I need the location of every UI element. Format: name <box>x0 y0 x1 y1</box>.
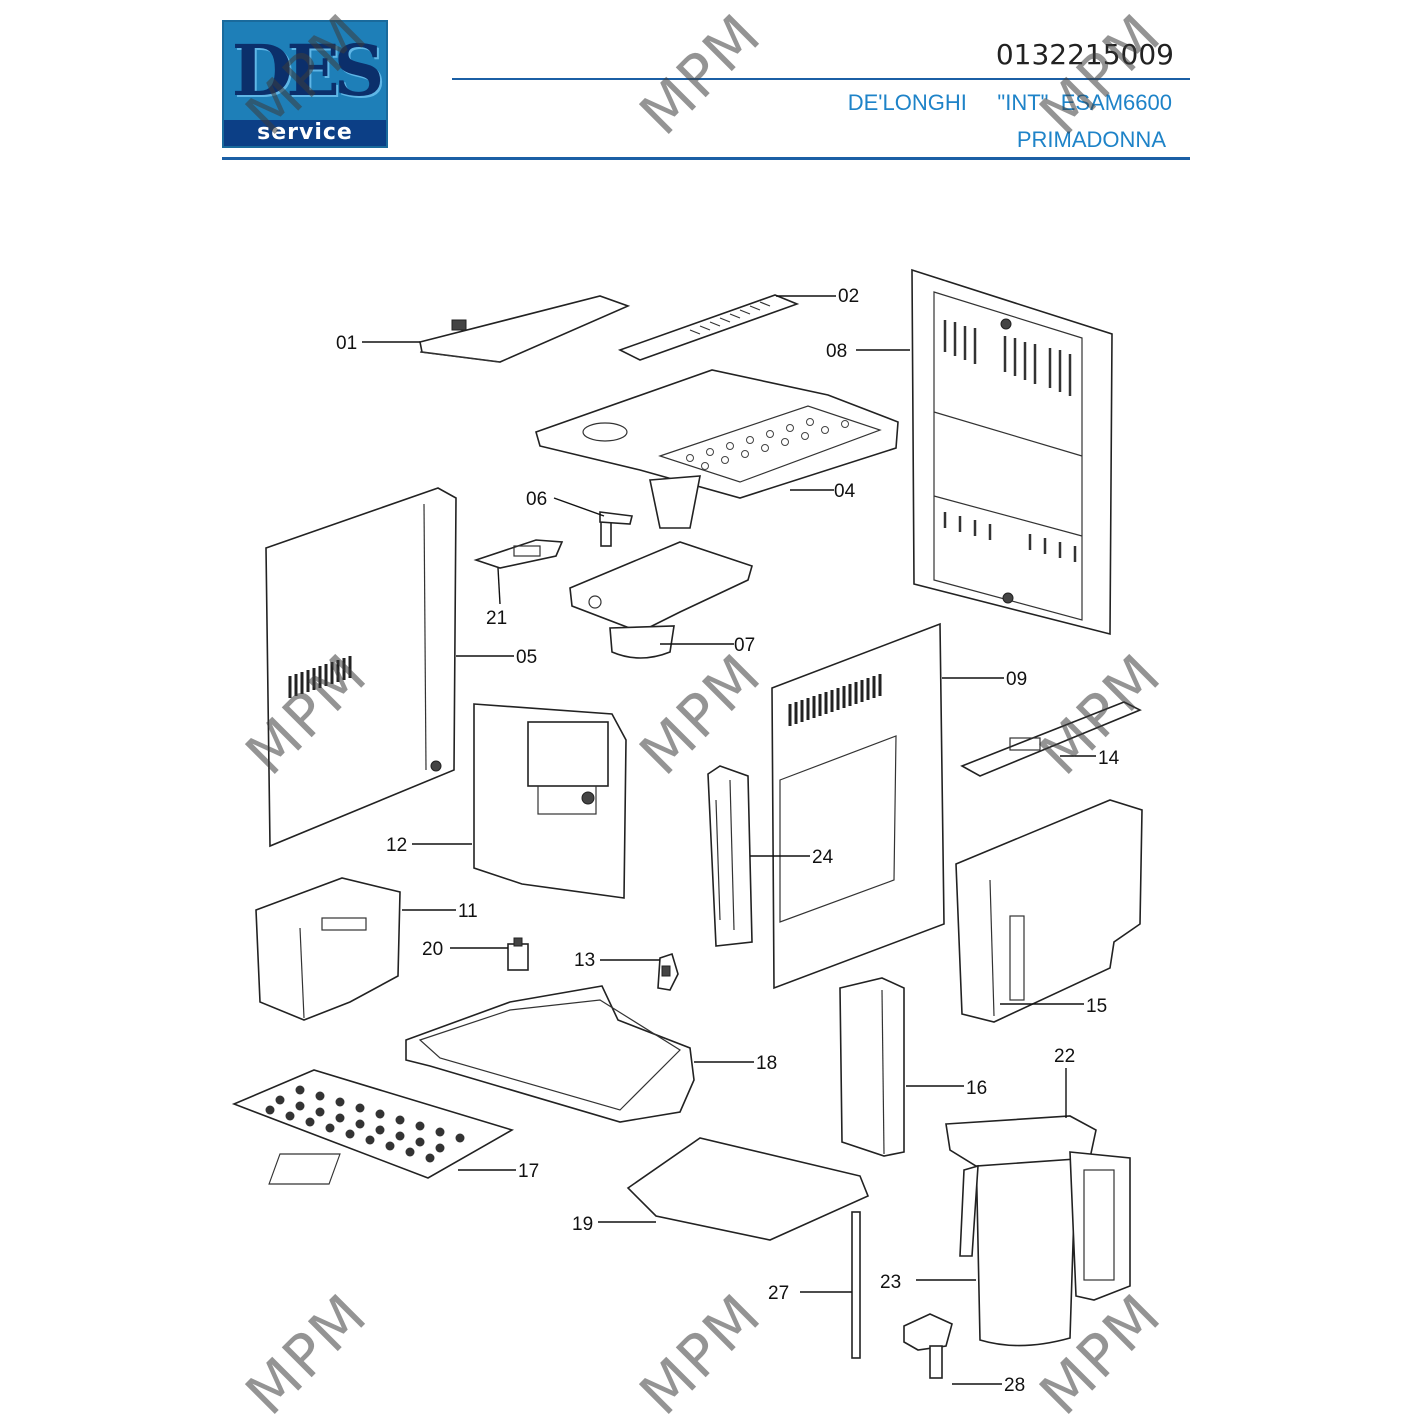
callout-08: 08 <box>826 341 847 362</box>
leader-lines <box>362 295 1096 1385</box>
callout-22: 22 <box>1054 1046 1075 1067</box>
part-14-drawer-cover <box>960 701 1142 777</box>
part-24-internal-bracket <box>707 765 753 947</box>
part-21-measuring-scoop <box>473 539 564 569</box>
part-16-side-strip <box>839 977 905 1157</box>
product-name: PRIMADONNA <box>1016 127 1166 152</box>
part-23-milk-carafe <box>945 1115 1131 1347</box>
header-rule-top <box>452 78 1190 80</box>
part-27-tube <box>851 1211 861 1359</box>
market-label: "INT" <box>997 90 1049 115</box>
part-18-drip-tray <box>405 985 695 1123</box>
callout-17: 17 <box>518 1161 539 1182</box>
part-17-tray-grille <box>231 1069 515 1179</box>
part-04-top-frame <box>535 369 899 529</box>
callout-15: 15 <box>1086 996 1107 1017</box>
callout-21: 21 <box>486 608 507 629</box>
callout-27: 27 <box>768 1283 789 1304</box>
callout-09: 09 <box>1006 669 1027 690</box>
callout-14: 14 <box>1098 748 1120 769</box>
part-28-nozzle <box>903 1313 953 1379</box>
part-13-clip <box>657 952 679 991</box>
callout-24: 24 <box>812 847 834 868</box>
part-20-latch <box>507 937 529 971</box>
logo-service-label: service <box>224 120 386 146</box>
callout-04: 04 <box>834 481 856 502</box>
callout-23: 23 <box>880 1272 901 1293</box>
document-number: 0132215009 <box>995 38 1174 71</box>
part-19-base-plate <box>268 1137 870 1241</box>
part-09-right-side-panel <box>771 622 945 990</box>
part-02-grille-cover <box>617 294 800 361</box>
part-11-grounds-container <box>255 877 401 1021</box>
part-15-water-tank <box>955 799 1143 1023</box>
part-08-rear-panel <box>911 268 1113 636</box>
part-05-left-side-panel <box>265 487 457 848</box>
callout-12: 12 <box>386 835 407 856</box>
part-07-coffee-funnel <box>569 541 753 659</box>
part-12-front-door <box>473 703 627 899</box>
model-line: DE'LONGHI "INT" ESAM6600 <box>848 90 1172 116</box>
callout-05: 05 <box>516 647 537 668</box>
callout-16: 16 <box>966 1078 987 1099</box>
des-service-logo: DES service <box>222 20 388 148</box>
logo-letters: DES <box>231 29 385 112</box>
model-label: ESAM6600 <box>1060 90 1172 115</box>
callout-06: 06 <box>526 489 547 510</box>
header-rule-bottom <box>222 157 1190 160</box>
callout-18: 18 <box>756 1053 777 1074</box>
callout-11: 11 <box>458 901 478 922</box>
callout-02: 02 <box>838 286 859 307</box>
callout-20: 20 <box>422 939 443 960</box>
part-01-lid <box>419 295 631 363</box>
callout-01: 01 <box>336 333 357 354</box>
brand-label: DE'LONGHI <box>847 90 967 115</box>
part-06-pin <box>599 511 633 547</box>
callout-07: 07 <box>734 635 755 656</box>
callout-19: 19 <box>572 1214 593 1235</box>
callout-28: 28 <box>1004 1375 1025 1396</box>
callout-13: 13 <box>574 950 595 971</box>
